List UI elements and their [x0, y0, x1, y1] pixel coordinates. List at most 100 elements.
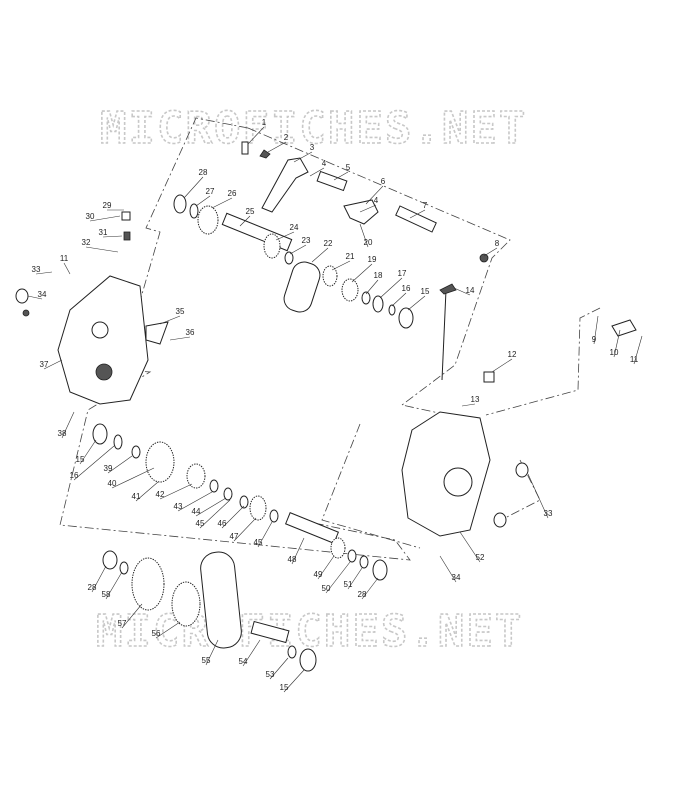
callout-c25: 25 [246, 207, 255, 216]
callout-c10: 10 [610, 348, 619, 357]
leader-c9 [593, 315, 599, 345]
callout-c47: 47 [230, 532, 239, 541]
leader-c28a [183, 176, 204, 199]
part-45-washer [269, 509, 279, 523]
part-30-detent [121, 211, 131, 221]
callout-c57: 57 [118, 619, 127, 628]
part-15-bearing [398, 307, 414, 329]
part-15-bearing-bottom [299, 648, 317, 672]
leader-lines [27, 126, 643, 693]
part-31-spring [123, 231, 131, 241]
part-55-chain [200, 551, 242, 649]
part-14-dipstick-handle [439, 283, 457, 295]
leader-c56 [155, 621, 181, 639]
part-24-gear [263, 233, 281, 259]
leader-c41 [135, 481, 159, 502]
part-33-plug-left [22, 309, 30, 317]
leader-c55 [205, 639, 219, 666]
callout-c33a: 33 [32, 265, 41, 274]
part-3-shift-fork [261, 157, 309, 213]
part-46-washer [239, 495, 249, 509]
callout-c50: 50 [322, 584, 331, 593]
part-49-gear [330, 537, 346, 559]
leader-c15a [407, 295, 426, 311]
callout-c46: 46 [218, 519, 227, 528]
leader-c36 [169, 336, 191, 341]
part-47-gear [249, 495, 267, 521]
leader-c51 [347, 567, 363, 590]
callout-c11a: 11 [60, 254, 69, 263]
leader-c28c [91, 565, 107, 593]
leader-c6 [365, 185, 384, 205]
leader-c50 [325, 561, 351, 594]
callout-c28a: 28 [199, 168, 208, 177]
leader-c1 [247, 126, 265, 145]
callout-c35: 35 [176, 307, 185, 316]
leader-c33a [35, 271, 53, 275]
right-gearcase-housing [401, 319, 637, 537]
callout-c7: 7 [423, 201, 428, 210]
callout-c22: 22 [324, 239, 333, 248]
left-case-cover [15, 211, 169, 405]
part-5-pin [316, 170, 348, 192]
callout-c20: 20 [364, 238, 373, 247]
leader-c34a [27, 295, 43, 300]
callout-c55: 55 [202, 656, 211, 665]
part-53-ring [287, 645, 297, 659]
leader-c11b [633, 335, 643, 365]
callout-c16b: 16 [70, 471, 79, 480]
leader-c49 [317, 555, 335, 580]
part-21-sprocket [322, 265, 338, 287]
leader-c44 [195, 497, 227, 517]
part-54-shaft [250, 620, 290, 644]
leader-c34b [439, 555, 457, 583]
part-14-dipstick [441, 289, 447, 381]
callout-c28c: 28 [88, 583, 97, 592]
callout-c28b: 28 [358, 590, 367, 599]
leader-c13 [461, 403, 476, 407]
part-58-washer [119, 561, 129, 575]
callout-c21: 21 [346, 252, 355, 261]
part-18-washer [361, 291, 371, 305]
leader-c52 [459, 531, 481, 563]
part-28-washer-bottom [102, 550, 118, 570]
callout-c12: 12 [508, 350, 517, 359]
callout-c31: 31 [99, 228, 108, 237]
part-25-main-shaft [221, 212, 293, 252]
leader-c11a [63, 262, 71, 275]
callout-c15c: 15 [280, 683, 289, 692]
leader-c48 [291, 537, 305, 565]
part-41-gear [145, 441, 175, 483]
leader-c46 [221, 505, 245, 529]
leader-c35 [159, 315, 181, 325]
part-26-gear [197, 205, 219, 235]
callout-c58: 58 [102, 590, 111, 599]
part-37-case-cover [57, 275, 149, 405]
callout-c14: 14 [466, 286, 475, 295]
callout-c9: 9 [592, 335, 597, 344]
callout-c36: 36 [186, 328, 195, 337]
part-22-chain [283, 261, 321, 313]
callout-c40: 40 [108, 479, 117, 488]
callout-c11b: 11 [630, 355, 639, 364]
leader-c4a [309, 167, 325, 177]
callout-c32: 32 [82, 238, 91, 247]
leader-c45b [257, 521, 273, 548]
part-50-washer [347, 549, 357, 563]
callout-c5: 5 [346, 163, 351, 172]
part-33-seal-lower [493, 512, 507, 528]
callout-c30: 30 [86, 212, 95, 221]
boundary-housing [321, 423, 421, 549]
part-57-sprocket [131, 557, 165, 611]
leader-c10 [613, 329, 621, 358]
callout-c44: 44 [192, 507, 201, 516]
leader-c30 [89, 215, 121, 222]
leader-c5 [333, 171, 349, 181]
callout-c4b: 4 [374, 196, 379, 205]
part-7-shaft [395, 205, 437, 233]
part-28-bearing-lower [372, 559, 388, 581]
callout-c6: 6 [381, 177, 386, 186]
leader-c27 [195, 195, 211, 207]
leader-c16a [391, 292, 407, 307]
